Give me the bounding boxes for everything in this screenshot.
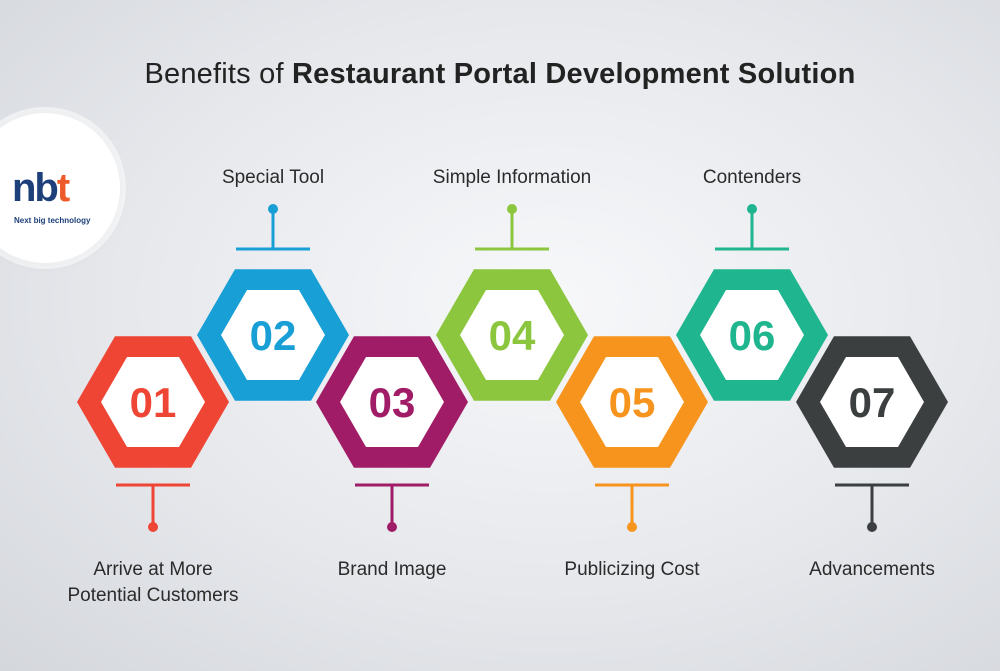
step-05: 05 bbox=[556, 336, 708, 532]
connector-dot bbox=[627, 522, 637, 532]
step-number: 06 bbox=[729, 312, 776, 359]
connector-dot bbox=[507, 204, 517, 214]
step-label-line: Contenders bbox=[702, 167, 802, 188]
title-bold: Restaurant Portal Development Solution bbox=[291, 58, 856, 90]
step-03: 03 bbox=[316, 336, 468, 532]
hexagon-inner bbox=[221, 290, 325, 380]
hexagon-inner bbox=[820, 357, 924, 447]
hexagon-inner bbox=[700, 290, 804, 380]
step-label-line: Simple Information bbox=[432, 167, 592, 188]
step-label-line: Special Tool bbox=[221, 167, 325, 188]
step-number: 01 bbox=[130, 379, 177, 426]
hexagon-inner bbox=[101, 357, 205, 447]
step-01: 01 bbox=[77, 336, 229, 532]
connector-dot bbox=[747, 204, 757, 214]
step-label-line: Potential Customers bbox=[67, 584, 239, 606]
logo-mark-a: nb bbox=[12, 166, 59, 210]
logo-badge bbox=[0, 113, 120, 263]
step-06: 06 bbox=[676, 204, 828, 401]
logo: nbt bbox=[12, 166, 70, 210]
step-number: 02 bbox=[250, 312, 297, 359]
title-normal: Benefits of bbox=[144, 58, 292, 90]
step-label-line: Advancements bbox=[809, 559, 935, 580]
hexagon-inner bbox=[460, 290, 564, 380]
connector-dot bbox=[387, 522, 397, 532]
step-label-06: Contenders bbox=[632, 165, 872, 191]
step-label-line: Publicizing Cost bbox=[564, 559, 700, 580]
logo-tagline: Next big technology bbox=[14, 216, 91, 225]
page-title: Benefits of Restaurant Portal Developmen… bbox=[0, 58, 1000, 91]
step-label-04: Simple Information bbox=[392, 165, 632, 191]
step-label-line: Arrive at More bbox=[93, 559, 213, 580]
step-number: 07 bbox=[849, 379, 896, 426]
hexagon-inner bbox=[340, 357, 444, 447]
step-number: 03 bbox=[369, 379, 416, 426]
connector-dot bbox=[867, 522, 877, 532]
step-07: 07 bbox=[796, 336, 948, 532]
step-label-05: Publicizing Cost bbox=[512, 557, 752, 583]
step-label-07: Advancements bbox=[752, 557, 992, 583]
step-label-line: Brand Image bbox=[337, 559, 447, 580]
connector-dot bbox=[268, 204, 278, 214]
hexagon-inner bbox=[580, 357, 684, 447]
step-number: 04 bbox=[489, 312, 536, 359]
step-label-03: Brand Image bbox=[272, 557, 512, 583]
step-04: 04 bbox=[436, 204, 588, 401]
step-label-02: Special Tool bbox=[153, 165, 393, 191]
step-02: 02 bbox=[197, 204, 349, 401]
step-number: 05 bbox=[609, 379, 656, 426]
connector-dot bbox=[148, 522, 158, 532]
logo-mark-b: t bbox=[56, 166, 70, 210]
